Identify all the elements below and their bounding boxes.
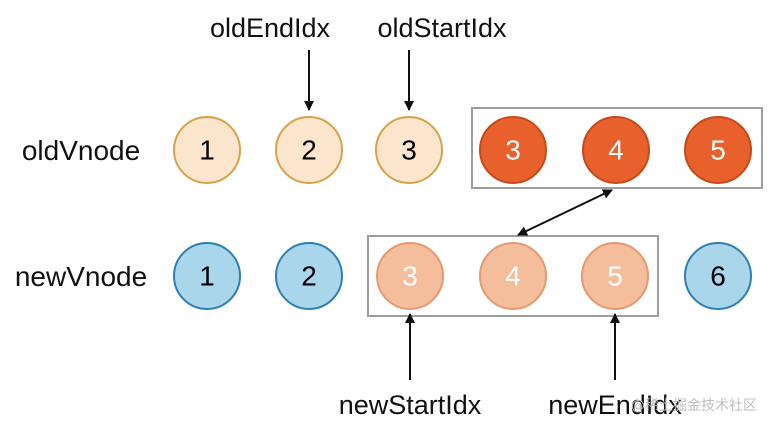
node-value: 4 [505,261,521,292]
old-moved-node-5: 5 [684,116,752,184]
node-value: 4 [608,135,624,166]
new-node-6: 6 [684,242,752,310]
node-value: 2 [301,135,317,166]
node-value: 5 [710,135,726,166]
old-start-idx-label: oldStartIdx [377,13,507,43]
new-end-idx-label: newEndIdx [548,390,682,420]
node-value: 6 [710,261,726,292]
new-range-node-4: 4 [479,242,547,310]
new-vnode-label: newVnode [15,261,147,292]
node-value: 3 [402,261,418,292]
new-range-group-box [367,235,659,317]
node-value: 5 [607,261,623,292]
node-value: 1 [199,135,215,166]
node-value: 3 [505,135,521,166]
new-node-2: 2 [275,242,343,310]
node-value: 1 [199,261,215,292]
new-node-1: 1 [173,242,241,310]
old-moved-node-3: 3 [479,116,547,184]
watermark-text: @稀土掘金技术社区 [631,398,757,414]
old-vnode-label: oldVnode [22,135,140,166]
old-node-1: 1 [173,116,241,184]
new-start-idx-label: newStartIdx [339,390,482,420]
group-correspondence-arrow [517,189,613,236]
node-value: 2 [301,261,317,292]
old-moved-group-box [471,107,763,189]
new-range-node-3: 3 [376,242,444,310]
node-value: 3 [401,135,417,166]
old-node-2: 2 [275,116,343,184]
old-end-idx-label: oldEndIdx [210,13,331,43]
new-range-node-5: 5 [581,242,649,310]
old-node-3: 3 [375,116,443,184]
old-moved-node-4: 4 [582,116,650,184]
